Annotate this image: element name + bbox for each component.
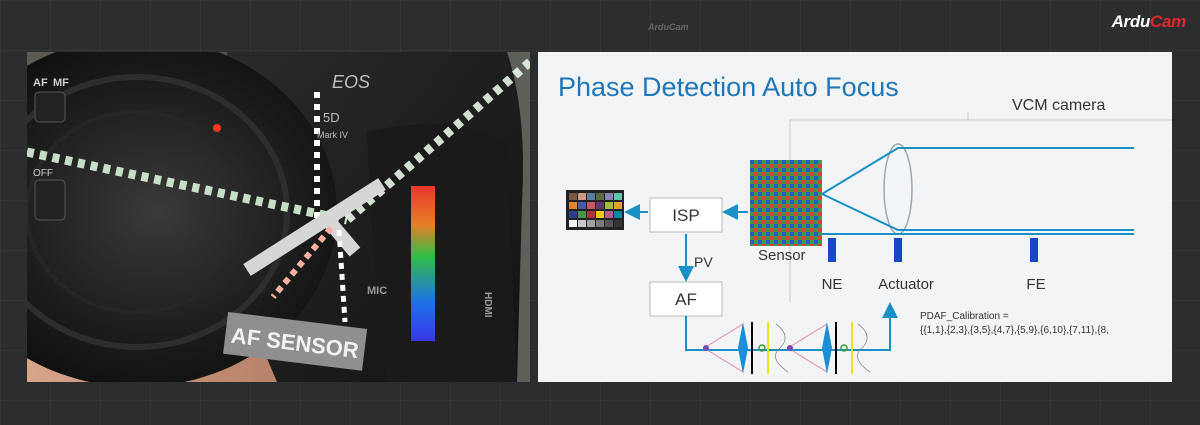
- pv-label: PV: [694, 254, 713, 270]
- color-checker: [566, 190, 624, 230]
- vcm-camera-label: VCM camera: [1012, 97, 1105, 114]
- brand-name-part2: Cam: [1150, 12, 1186, 31]
- lens-switch-af: AF: [33, 77, 48, 89]
- slide-title: Phase Detection Auto Focus: [558, 72, 899, 102]
- phase-detect-diagram-2: [787, 322, 871, 374]
- actuator-label: Actuator: [878, 276, 934, 293]
- actuator-marker: [894, 238, 902, 262]
- lens-element: [883, 143, 913, 235]
- brand-name-part1: Ardu: [1111, 12, 1151, 31]
- lens-switch-off: OFF: [33, 168, 53, 179]
- af-block-label: AF: [675, 290, 697, 309]
- pdaf-calibration-line1: PDAF_Calibration =: [920, 311, 1009, 322]
- fe-marker: [1030, 238, 1038, 262]
- ne-label: NE: [822, 276, 843, 293]
- port-label-hdmi: HDMI: [482, 292, 493, 318]
- brand-logo: ArduCam: [1111, 12, 1187, 32]
- ne-marker: [828, 238, 836, 262]
- watermark: ArduCam: [648, 22, 689, 32]
- camera-mark-mark-iv: Mark IV: [317, 130, 348, 140]
- fe-label: FE: [1026, 276, 1045, 293]
- port-label-mic: MIC: [367, 285, 387, 297]
- isp-block: [649, 197, 723, 233]
- phase-detect-diagram-1: [703, 322, 789, 374]
- lens-switch-mf: MF: [53, 77, 69, 89]
- camera-photo: AF SENSOR EOS 5D Mark IV AF MF OFF MIC H…: [27, 52, 530, 382]
- camera-mark-5d: 5D: [323, 110, 340, 125]
- sensor-label: Sensor: [758, 247, 806, 264]
- camera-photo-illustration: AF SENSOR EOS 5D Mark IV AF MF OFF MIC H…: [27, 52, 530, 382]
- pdaf-calibration-line2: {{1,1},{2,3},{3,5},{4,7},{5,9},{6,10},{7…: [920, 325, 1109, 336]
- sensor-grid: [750, 160, 822, 246]
- camera-mark-eos: EOS: [332, 72, 370, 92]
- isp-block-label: ISP: [672, 206, 699, 225]
- pdaf-diagram: VCM camera ISP AF PV Sensor NE Actuator …: [566, 97, 1172, 374]
- pdaf-slide: VCM camera ISP AF PV Sensor NE Actuator …: [538, 52, 1172, 382]
